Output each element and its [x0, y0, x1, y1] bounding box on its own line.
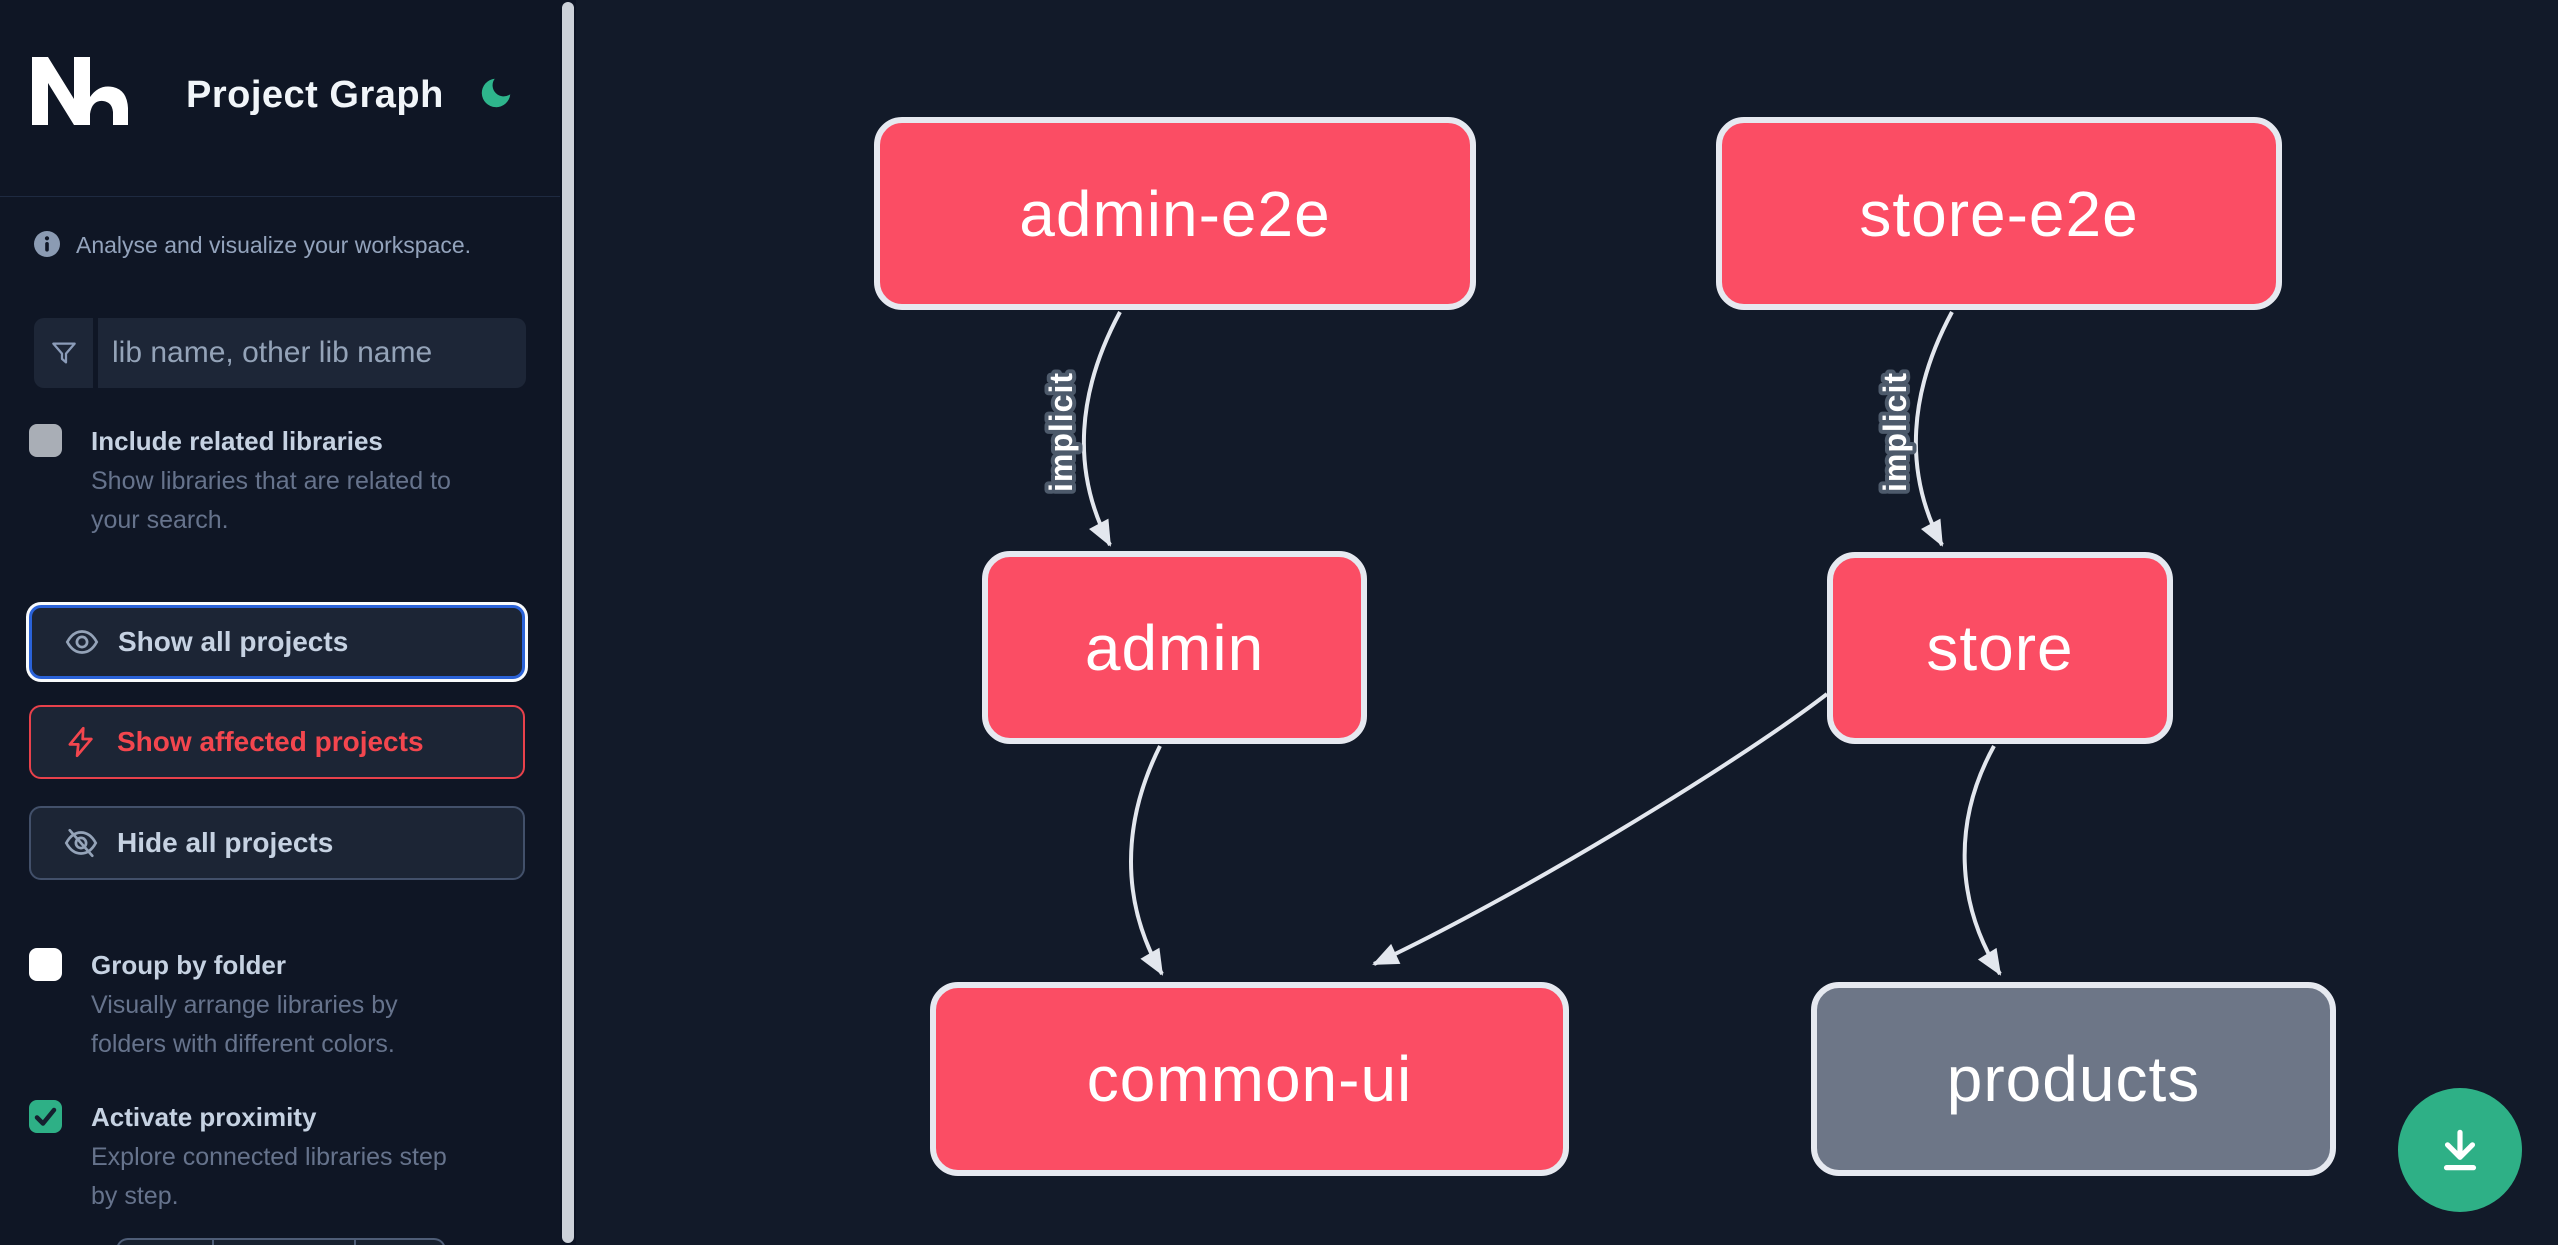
workspace-tagline: Analyse and visualize your workspace.	[76, 232, 472, 258]
filter-funnel-icon	[51, 342, 76, 364]
node-admin-e2e[interactable]: admin-e2e	[874, 117, 1476, 310]
activate-proximity-desc-line1: Explore connected libraries step	[91, 1143, 447, 1171]
include-related-label: Include related libraries	[91, 426, 383, 456]
node-store[interactable]: store	[1827, 552, 2173, 744]
eye-icon	[65, 630, 99, 654]
show-affected-projects-button[interactable]: Show affected projects	[29, 705, 525, 779]
show-all-projects-label: Show all projects	[118, 626, 349, 657]
download-icon	[2443, 1129, 2477, 1171]
group-by-folder-desc-line2: folders with different colors.	[91, 1030, 395, 1058]
include-related-checkbox[interactable]	[29, 424, 62, 457]
show-all-projects-button[interactable]: Show all projects	[29, 605, 525, 679]
group-by-folder-checkbox[interactable]	[29, 948, 62, 981]
bolt-icon	[68, 726, 93, 758]
node-label: admin	[1084, 611, 1265, 684]
hide-all-projects-button[interactable]: Hide all projects	[29, 806, 525, 880]
node-label: store-e2e	[1859, 177, 2139, 250]
activate-proximity-checkbox[interactable]	[29, 1100, 62, 1133]
include-related-desc-line2: your search.	[91, 506, 229, 534]
nx-logo	[32, 57, 128, 125]
group-by-folder-desc-line1: Visually arrange libraries by	[91, 991, 398, 1019]
node-label: admin-e2e	[1019, 177, 1331, 250]
info-icon	[34, 231, 60, 257]
sidebar-scrollbar-thumb[interactable]	[562, 2, 574, 1243]
proximity-stepper[interactable]	[116, 1238, 446, 1245]
search-box	[34, 318, 526, 388]
header-divider	[0, 196, 560, 197]
checkmark-icon	[34, 1107, 57, 1126]
node-store-e2e[interactable]: store-e2e	[1716, 117, 2282, 310]
node-admin[interactable]: admin	[982, 551, 1367, 744]
activate-proximity-label: Activate proximity	[91, 1102, 317, 1132]
include-related-desc-line1: Show libraries that are related to	[91, 467, 451, 495]
theme-toggle-button[interactable]	[474, 72, 518, 116]
download-graph-button[interactable]	[2398, 1088, 2522, 1212]
show-affected-projects-label: Show affected projects	[117, 726, 424, 757]
node-label: common-ui	[1086, 1043, 1413, 1115]
moon-icon	[481, 78, 511, 107]
node-products[interactable]: products	[1811, 982, 2336, 1176]
node-label: products	[1946, 1043, 2201, 1115]
hide-all-projects-label: Hide all projects	[117, 827, 334, 858]
eye-off-icon	[64, 828, 98, 858]
search-input[interactable]	[98, 318, 526, 388]
page-title: Project Graph	[186, 74, 444, 116]
node-label: store	[1926, 612, 2074, 684]
group-by-folder-label: Group by folder	[91, 950, 286, 980]
stepper-divider	[212, 1240, 214, 1245]
sidebar: Project Graph Analyse and visualize your…	[0, 0, 560, 1245]
filter-icon-cell	[34, 318, 98, 388]
activate-proximity-desc-line2: by step.	[91, 1182, 179, 1210]
node-common-ui[interactable]: common-ui	[930, 982, 1569, 1176]
stepper-divider	[354, 1240, 356, 1245]
